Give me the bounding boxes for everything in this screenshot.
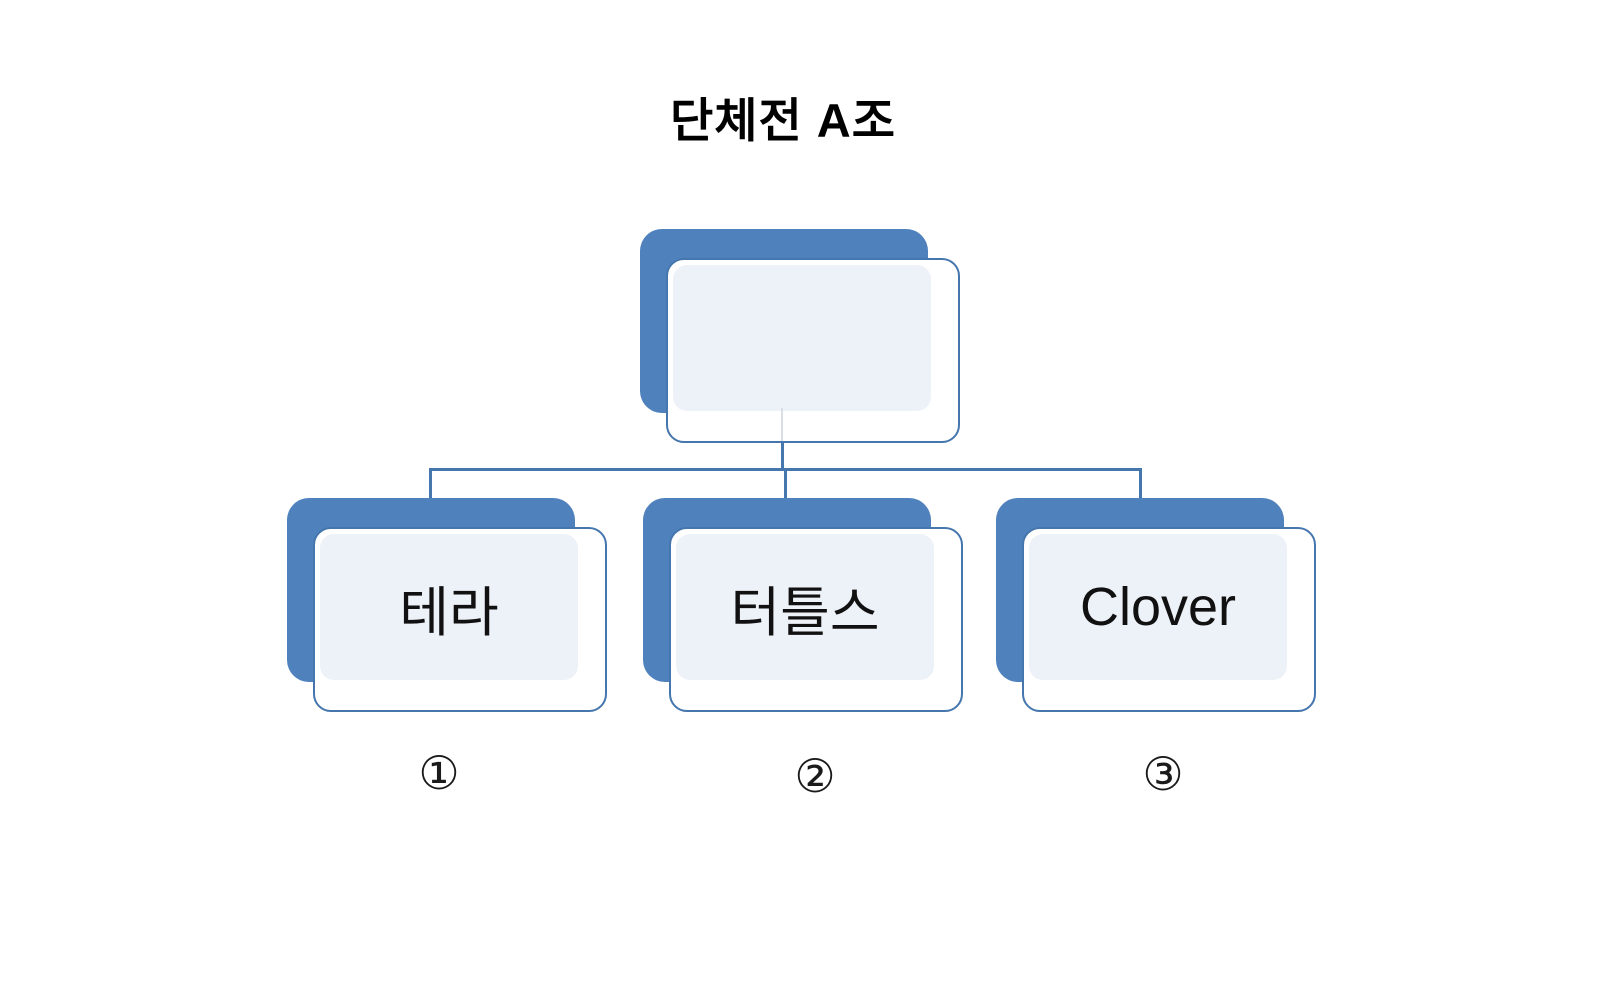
connector-stub-team3	[1139, 468, 1142, 499]
connector-stub-team2	[784, 468, 787, 499]
team-node-3: Clover	[996, 498, 1318, 714]
team-node-1-label: 테라	[399, 582, 499, 643]
team-node-1-front-shape: 테라	[313, 527, 607, 712]
team-node-2-label: 터틀스	[730, 582, 880, 643]
connector-stub-team1	[429, 468, 432, 499]
root-node-fill-shape	[673, 265, 931, 411]
team-node-3-front-shape: Clover	[1022, 527, 1316, 712]
team-node-2-front-shape: 터틀스	[669, 527, 963, 712]
connector-root-stub	[781, 441, 784, 471]
team-node-3-fill-shape: Clover	[1029, 534, 1287, 680]
seed-marker-3: ③	[1142, 747, 1184, 801]
diagram-title: 단체전 A조	[670, 94, 896, 147]
team-node-1: 테라	[287, 498, 609, 714]
root-node	[640, 229, 962, 445]
team-node-3-label: Clover	[1079, 577, 1237, 637]
connector-root-inner-line	[781, 408, 783, 443]
team-node-2: 터틀스	[643, 498, 965, 714]
seed-marker-1: ①	[418, 746, 460, 800]
team-node-1-fill-shape: 테라	[320, 534, 578, 680]
root-node-front-shape	[666, 258, 960, 443]
seed-marker-2: ②	[794, 749, 836, 803]
team-node-2-fill-shape: 터틀스	[676, 534, 934, 680]
